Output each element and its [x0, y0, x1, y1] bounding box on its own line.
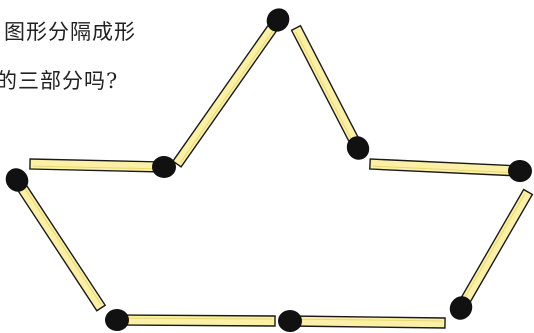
matchstick-shade: [296, 32, 354, 144]
matchstick: [30, 153, 176, 178]
matchstick-body: [117, 315, 275, 326]
matchstick-head: [105, 309, 129, 331]
matchstick-shade: [180, 26, 276, 163]
matchstick: [1, 164, 110, 314]
matchstick: [369, 153, 532, 183]
matchstick-shade: [22, 184, 101, 304]
matchstick-body: [290, 316, 445, 328]
matchstick-head: [508, 159, 533, 182]
matchstick: [286, 23, 373, 164]
matchstick: [445, 186, 534, 323]
matchstick-head: [278, 310, 302, 332]
matchstick-body: [13, 177, 105, 310]
matchstick-head: [152, 156, 176, 179]
matchstick: [105, 309, 275, 332]
matchstick: [278, 310, 445, 333]
matchstick: [168, 4, 294, 170]
matchstick-body: [173, 17, 282, 167]
matchstick-shade: [462, 194, 524, 302]
matchstick-body: [30, 159, 164, 172]
